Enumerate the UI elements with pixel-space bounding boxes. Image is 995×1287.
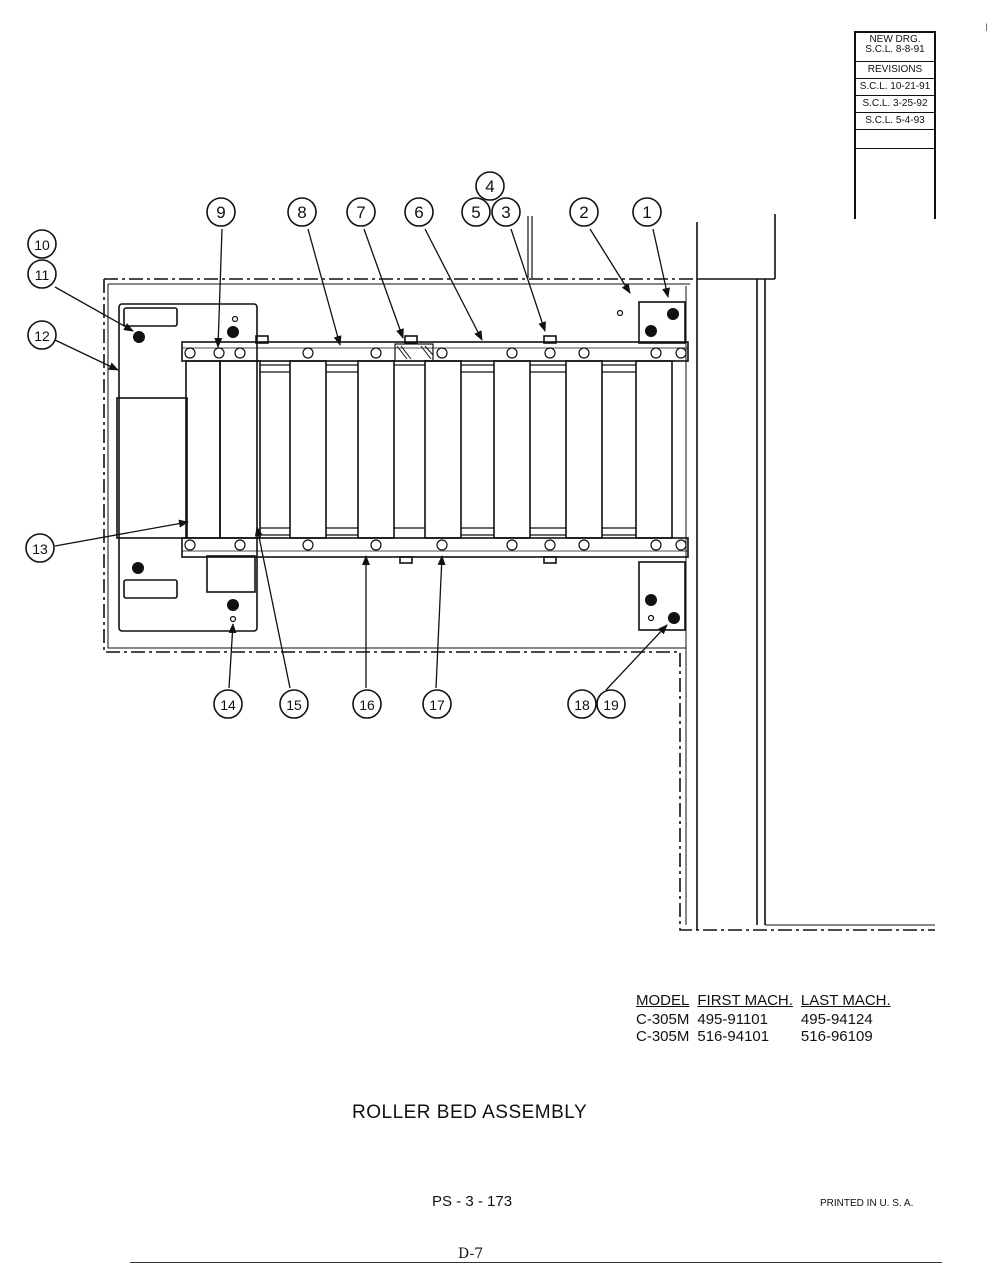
callout-9: 9 xyxy=(216,203,225,222)
new-drawing-date: S.C.L. 8-8-91 xyxy=(865,44,925,55)
callout-11: 11 xyxy=(35,267,50,283)
first-mach-cell: 516-94101 xyxy=(697,1028,770,1045)
first-mach-header: FIRST MACH. xyxy=(697,992,793,1009)
callout-7: 7 xyxy=(356,203,365,222)
table-row: C-305M 495-91101 495-94124 xyxy=(636,1011,899,1028)
right-bracket-top xyxy=(638,301,686,344)
callout-8: 8 xyxy=(297,203,306,222)
callout-2: 2 xyxy=(579,203,588,222)
frame-outline xyxy=(103,278,935,931)
callout-16: 16 xyxy=(359,697,375,713)
callout-13: 13 xyxy=(32,541,48,557)
revision-empty-row xyxy=(856,130,934,149)
callout-4: 4 xyxy=(485,177,494,196)
footer-rule xyxy=(130,1262,942,1263)
printed-note: PRINTED IN U. S. A. xyxy=(820,1198,914,1209)
callout-17: 17 xyxy=(429,697,445,713)
model-table: MODEL FIRST MACH. LAST MACH. C-305M 495-… xyxy=(636,992,899,1045)
top-rail xyxy=(181,341,689,362)
callout-1: 1 xyxy=(642,203,651,222)
revisions-label: REVISIONS xyxy=(856,62,934,79)
revision-entry: S.C.L. 10-21-91 xyxy=(856,79,934,96)
model-cell: C-305M xyxy=(636,1011,690,1028)
left-plate xyxy=(118,303,258,632)
footer-code: D-7 xyxy=(458,1246,484,1262)
callout-6: 6 xyxy=(414,203,423,222)
revision-entry: S.C.L. 3-25-92 xyxy=(856,96,934,113)
bottom-rail xyxy=(181,537,689,558)
last-mach-cell: 495-94124 xyxy=(800,1011,873,1028)
model-cell: C-305M xyxy=(636,1028,690,1045)
model-header: MODEL xyxy=(636,992,690,1009)
revision-box: NEW DRG. S.C.L. 8-8-91 REVISIONS S.C.L. … xyxy=(854,31,936,219)
rail-bolts xyxy=(184,347,687,551)
page-number: PS - 3 - 173 xyxy=(432,1193,513,1210)
callout-19: 19 xyxy=(603,697,619,713)
last-mach-cell: 516-96109 xyxy=(800,1028,873,1045)
new-drawing-cell: NEW DRG. S.C.L. 8-8-91 xyxy=(856,33,934,62)
callout-15: 15 xyxy=(286,697,302,713)
new-drawing-label: NEW DRG. xyxy=(869,34,921,45)
callout-10: 10 xyxy=(34,237,50,253)
right-frame xyxy=(696,214,776,930)
revision-entry: S.C.L. 5-4-93 xyxy=(856,113,934,130)
callout-12: 12 xyxy=(34,328,50,344)
rollers xyxy=(185,360,673,539)
margin-mark: I xyxy=(985,22,989,34)
callout-3: 3 xyxy=(501,203,510,222)
callout-14: 14 xyxy=(220,697,236,713)
last-mach-header: LAST MACH. xyxy=(800,992,891,1009)
callout-5: 5 xyxy=(471,203,480,222)
drawing-title: ROLLER BED ASSEMBLY xyxy=(352,1102,588,1123)
callout-18: 18 xyxy=(574,697,590,713)
first-mach-cell: 495-91101 xyxy=(697,1011,768,1028)
table-row: C-305M 516-94101 516-96109 xyxy=(636,1028,899,1045)
